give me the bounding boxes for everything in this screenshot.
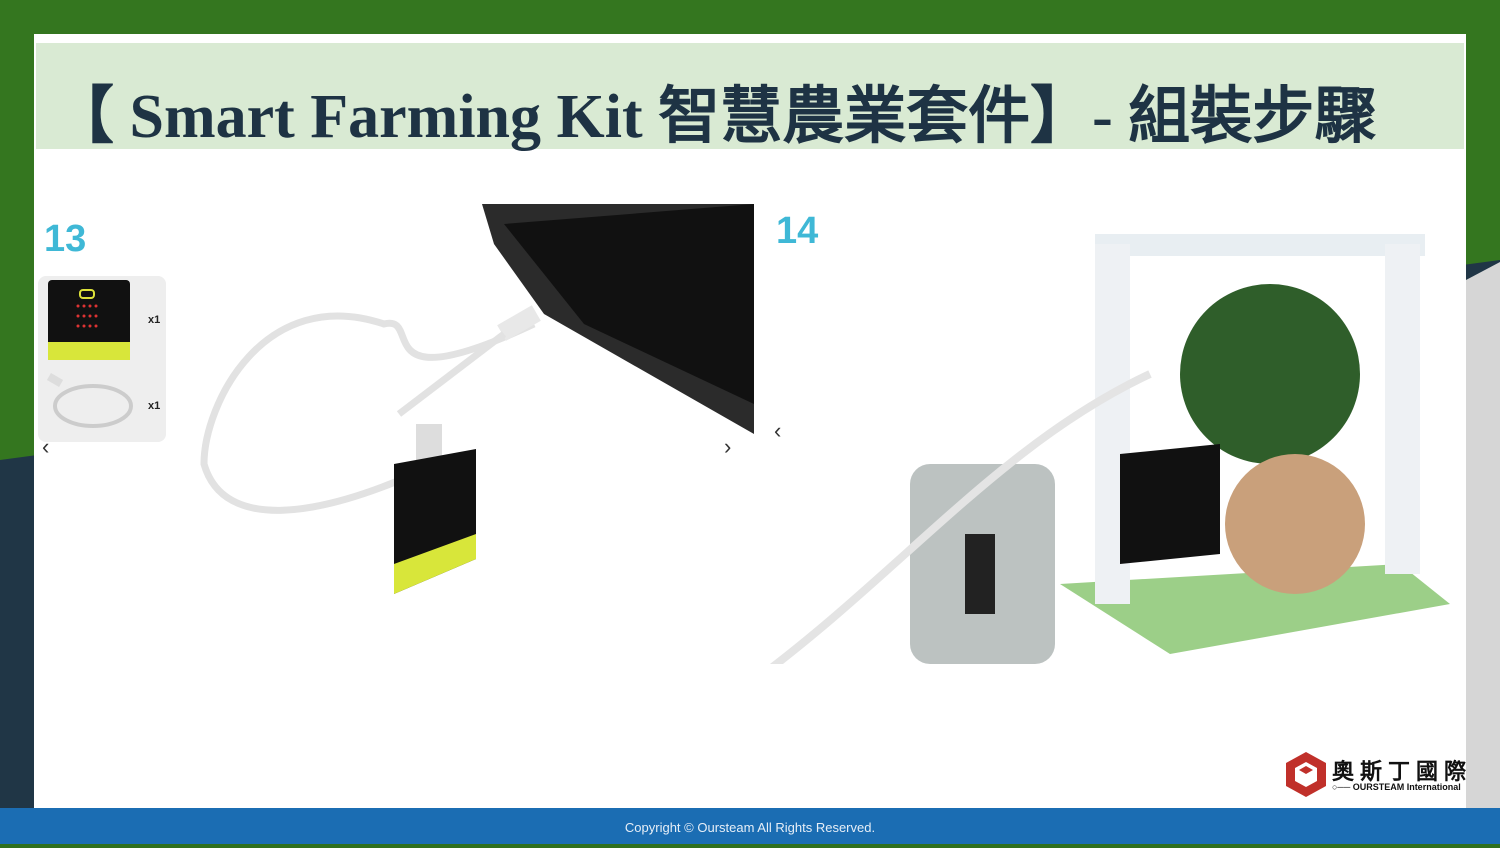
microbit-and-cable-parts-image: [46, 280, 133, 428]
logo-chinese-text: 奧斯丁國際: [1332, 759, 1473, 784]
step-14-prev-button[interactable]: ‹: [774, 418, 782, 443]
step-13-illustration: [200, 204, 754, 594]
logo-english-text: ○── OURSTEAM International: [1332, 782, 1461, 792]
slide-title: 【 Smart Farming Kit 智慧農業套件】- 組裝步驟: [52, 83, 1377, 151]
title-bar: 【 Smart Farming Kit 智慧農業套件】- 組裝步驟: [36, 43, 1464, 151]
step-13-prev-button[interactable]: ‹: [42, 434, 50, 459]
step-14-illustration: [769, 234, 1450, 664]
step-13-number: 13: [44, 218, 87, 260]
slide-panel: 【 Smart Farming Kit 智慧農業套件】- 組裝步驟 13 x1 …: [34, 34, 1466, 808]
part-quantity: x1: [148, 314, 161, 326]
parts-list: x1 x1: [38, 276, 166, 442]
oursteam-logo: 奧斯丁國際 ○── OURSTEAM International: [1284, 750, 1466, 800]
step-13-next-button[interactable]: ›: [724, 434, 732, 459]
step-14-number: 14: [776, 210, 819, 252]
footer-copyright: Copyright © Oursteam All Rights Reserved…: [0, 808, 1500, 844]
logo-cube-icon: [1286, 752, 1326, 797]
part-quantity: x1: [148, 400, 161, 412]
